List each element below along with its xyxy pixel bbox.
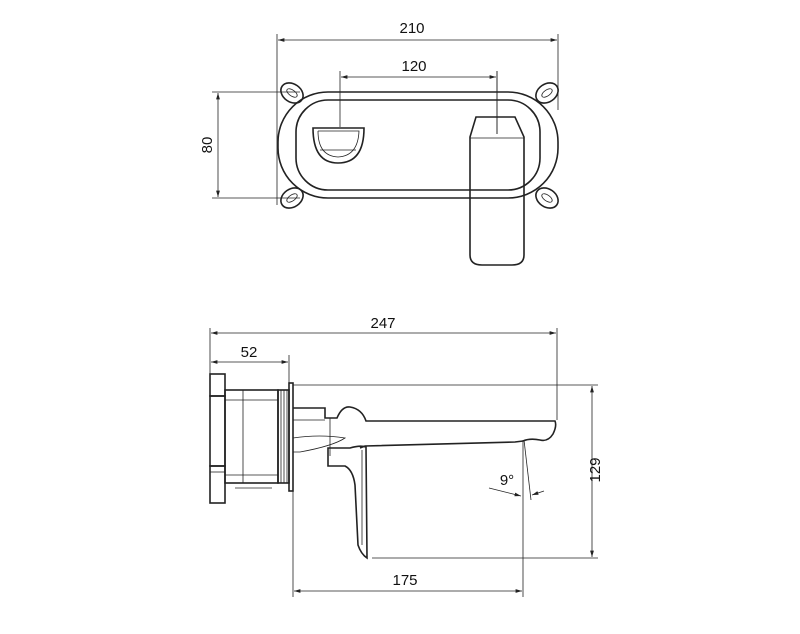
angle-label: 9°: [500, 472, 514, 489]
wall-plate-outline: [277, 91, 559, 199]
dimension-52: 52: [211, 344, 290, 384]
spout-outlet: [312, 127, 365, 164]
dimension-120: 120: [339, 58, 498, 134]
dimension-80: 80: [199, 91, 300, 199]
lever-handle-side: [327, 445, 368, 560]
lever-handle-top: [469, 116, 525, 266]
dimension-129: 129: [293, 384, 604, 559]
dimension-247: 247: [209, 315, 558, 420]
thread: [277, 389, 290, 484]
mounting-ears: [280, 82, 559, 209]
side-view: 247 52: [209, 315, 604, 597]
dimension-label-129: 129: [587, 457, 604, 482]
dimension-175: 175: [292, 440, 524, 597]
dimension-210: 210: [276, 20, 559, 205]
angle-dimension-9deg: 9°: [488, 439, 545, 501]
dimension-label-120: 120: [401, 58, 426, 75]
dimension-label-210: 210: [399, 20, 424, 37]
top-view: 210 120 80: [199, 20, 559, 266]
dimension-label-80: 80: [199, 137, 216, 154]
wall-plate-inner: [295, 99, 541, 191]
dimension-label-247: 247: [370, 315, 395, 332]
dimension-label-52: 52: [241, 344, 258, 361]
dimension-label-175: 175: [392, 572, 417, 589]
concealed-body: [209, 373, 294, 504]
spout-side: [292, 406, 557, 456]
